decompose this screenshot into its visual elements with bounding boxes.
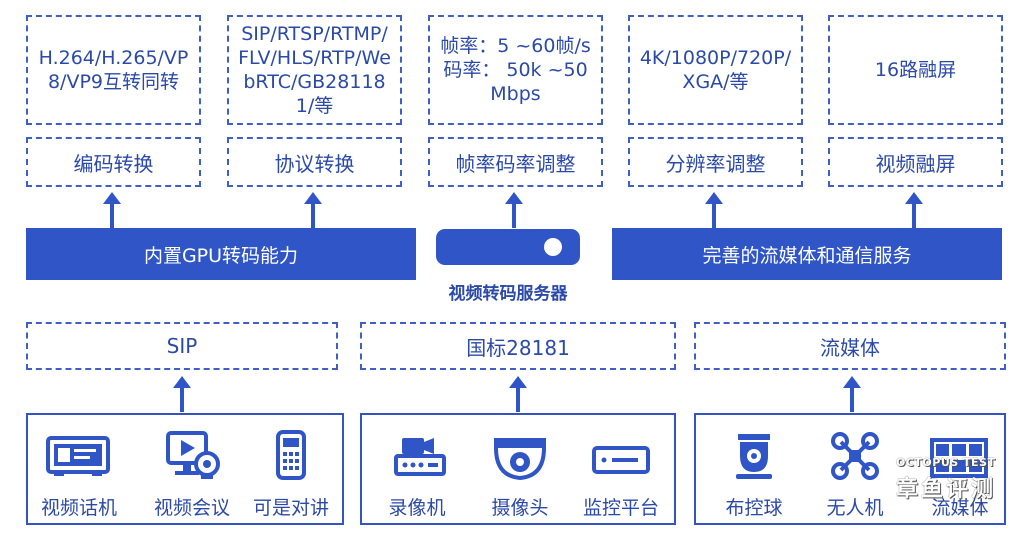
spec-box-resolution: 4K/1080P/720P/XGA/等 xyxy=(628,15,803,125)
watermark-line1: OCTOPUS TEST xyxy=(896,456,996,469)
protocol-label: SIP xyxy=(166,334,198,358)
server-device-icon xyxy=(436,229,580,265)
capability-band-gpu: 内置GPU转码能力 xyxy=(26,228,416,280)
function-label: 协议转换 xyxy=(274,151,355,176)
device-label: 无人机 xyxy=(826,497,884,519)
drone-icon xyxy=(831,432,879,480)
spec-text: H.264/H.265/VP8/VP9互转同转 xyxy=(38,47,189,93)
function-label: 帧率码率调整 xyxy=(455,151,576,176)
function-box-encoding: 编码转换 xyxy=(26,137,201,187)
function-box-screen-fusion: 视频融屏 xyxy=(828,137,1003,187)
function-box-protocol: 协议转换 xyxy=(227,137,402,187)
server-title: 视频转码服务器 xyxy=(416,280,600,304)
capability-label: 完善的流媒体和通信服务 xyxy=(702,244,912,267)
spec-text: 4K/1080P/720P/XGA/等 xyxy=(639,47,792,93)
recorder-icon xyxy=(394,438,446,476)
ptz-ball-icon xyxy=(736,434,772,479)
server-indicator-icon xyxy=(544,238,562,256)
device-label: 布控球 xyxy=(725,497,783,519)
protocol-box-gb28181: 国标28181 xyxy=(360,322,676,370)
protocol-label: 国标28181 xyxy=(466,335,570,360)
intercom-icon xyxy=(276,430,306,480)
monitoring-platform-icon xyxy=(592,446,650,474)
capability-band-streaming: 完善的流媒体和通信服务 xyxy=(612,228,1002,280)
function-label: 编码转换 xyxy=(73,151,154,176)
dome-camera-icon xyxy=(494,438,546,480)
device-label: 摄像头 xyxy=(491,497,549,519)
device-label: 录像机 xyxy=(388,497,446,519)
capability-label: 内置GPU转码能力 xyxy=(143,244,299,267)
spec-box-framerate: 帧率：5 ~60帧/s 码率： 50k ~50Mbps xyxy=(428,15,603,125)
spec-box-screen-fusion: 16路融屏 xyxy=(828,15,1003,125)
device-label: 可是对讲 xyxy=(252,497,330,519)
video-phone-icon xyxy=(46,436,110,476)
protocol-box-streaming: 流媒体 xyxy=(694,322,1006,370)
protocol-box-sip: SIP xyxy=(26,322,338,370)
spec-text: 16路融屏 xyxy=(874,59,957,81)
device-label: 视频话机 xyxy=(40,497,118,519)
watermark-line2: 章鱼评测 xyxy=(896,477,997,502)
spec-box-encoding: H.264/H.265/VP8/VP9互转同转 xyxy=(26,15,201,125)
function-box-framerate: 帧率码率调整 xyxy=(428,137,603,187)
video-conference-icon xyxy=(166,431,220,479)
function-label: 视频融屏 xyxy=(875,151,956,176)
function-label: 分辨率调整 xyxy=(665,151,766,176)
spec-text: SIP/RTSP/RTMP/FLV/HLS/RTP/WebRTC/GB28118… xyxy=(238,23,391,117)
device-label: 视频会议 xyxy=(153,497,231,519)
streaming-grid-icon xyxy=(930,438,988,478)
spec-text: 帧率：5 ~60帧/s 码率： 50k ~50Mbps xyxy=(440,35,591,105)
server-title-text: 视频转码服务器 xyxy=(448,283,568,304)
device-label: 监控平台 xyxy=(582,497,660,519)
protocol-label: 流媒体 xyxy=(820,335,880,360)
function-box-resolution: 分辨率调整 xyxy=(628,137,803,187)
watermark: OCTOPUS TEST 章鱼评测 xyxy=(896,456,1008,503)
device-label: 流媒体 xyxy=(931,497,989,519)
spec-box-protocol: SIP/RTSP/RTMP/FLV/HLS/RTP/WebRTC/GB28118… xyxy=(227,15,402,125)
